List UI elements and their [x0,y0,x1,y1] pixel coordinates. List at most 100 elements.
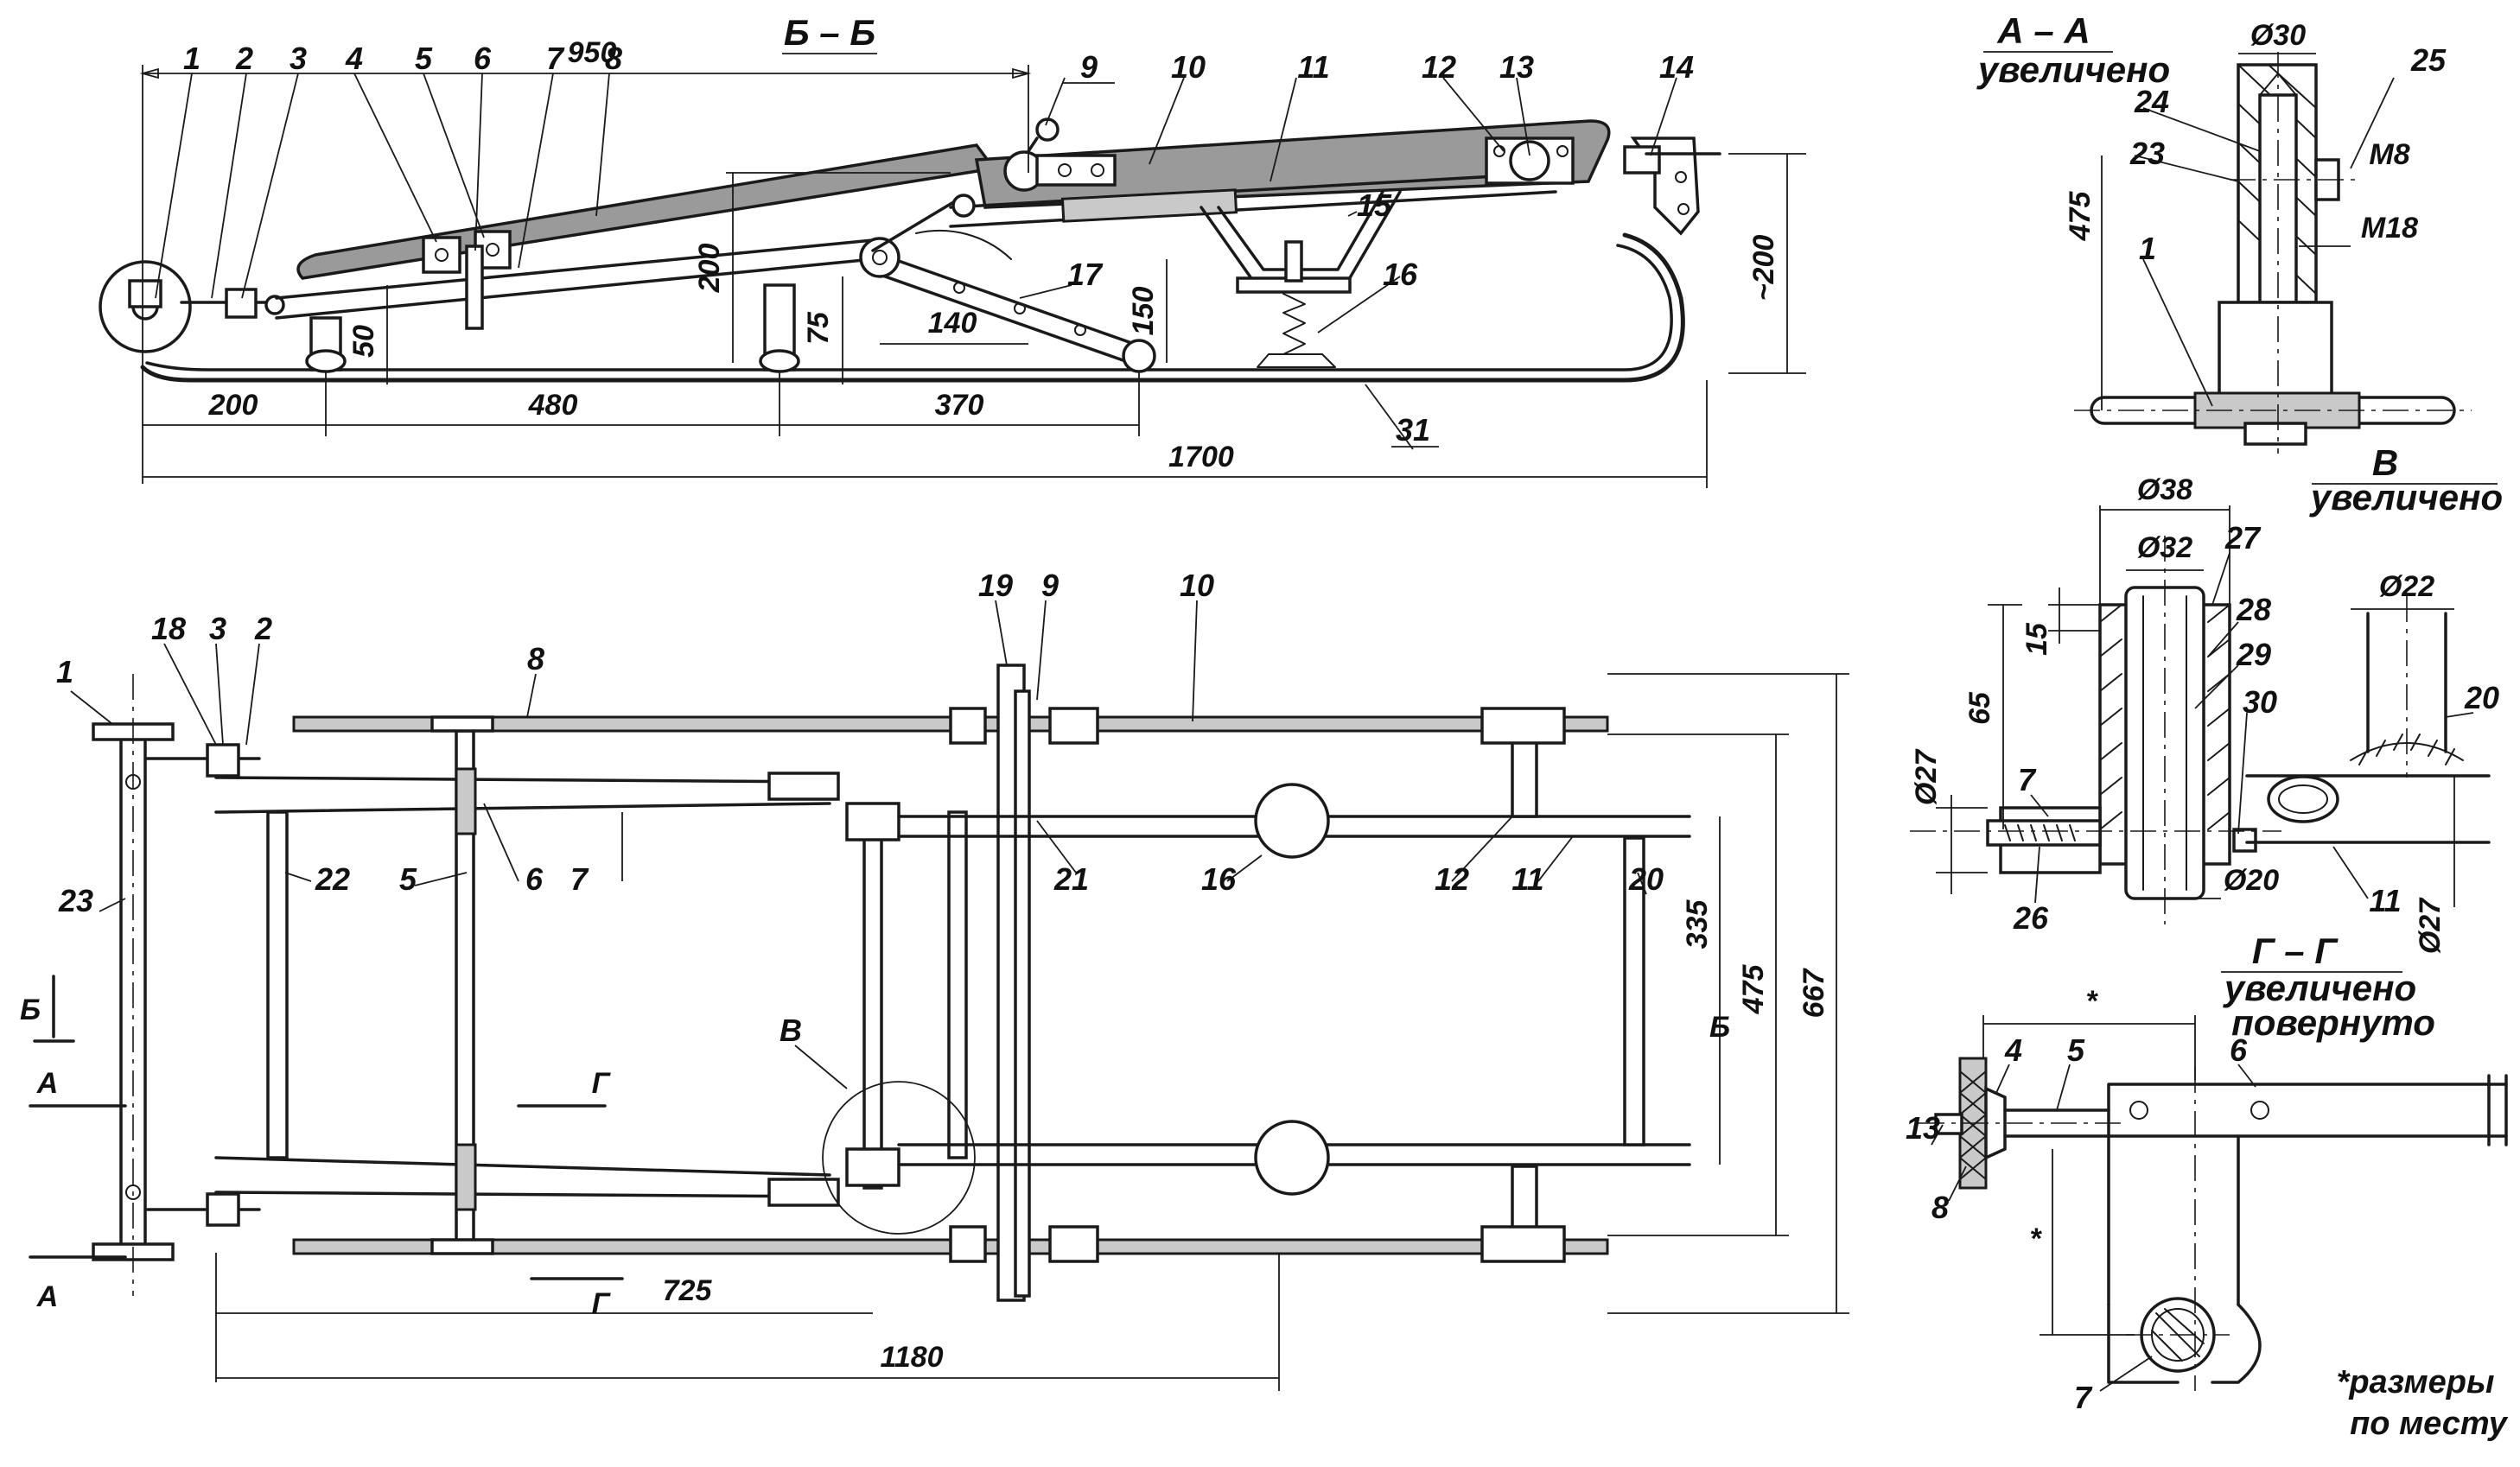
detail-g-bracket-6 [2107,1083,2508,1306]
plan-label-7: 7 [570,861,589,897]
dim-d32: Ø32 [2137,531,2192,564]
detail-g-label-7: 7 [2074,1380,2093,1415]
mark-a-1: А [36,1067,59,1100]
label-6: 6 [474,41,492,76]
detail-a-label-24: 24 [2134,84,2169,119]
dim-d38: Ø38 [2137,473,2192,506]
middle-post-foot [759,349,800,373]
label-16: 16 [1383,257,1418,292]
dim-370: 370 [935,389,984,422]
detail-g-note-1: *размеры [2337,1364,2495,1400]
detail-g-bracket-lower [2107,1303,2262,1384]
dim-75: 75 [802,311,835,345]
detail-a-subtitle: увеличено [1976,49,2170,90]
clamp-6-top [455,767,477,835]
link-pin [951,194,976,218]
label-17: 17 [1067,257,1104,292]
frame-tube-7 [275,238,875,320]
bolt [486,243,500,257]
frame-strip [1060,188,1238,223]
label-15: 15 [1357,187,1392,223]
clamp-6 [465,244,484,330]
detail-v-label-26: 26 [2013,900,2049,936]
detail-v-tube-end-inner [2278,784,2328,814]
dim-1180-line [216,1253,1280,1391]
plan-label-10: 10 [1180,568,1214,603]
dim-d20: Ø20 [2224,864,2279,897]
detail-v-washer-30 [2232,828,2257,853]
dim-approx200: ~200 [1747,235,1780,302]
dim-d22: Ø22 [2379,570,2434,603]
detail-v: В увеличено Ø38 Ø32 Ø22 15 65 Ø27 Ø20 [1910,442,2503,954]
dim-200-line [726,172,951,363]
lever-hole [1074,324,1086,336]
dim-725: 725 [663,1274,713,1307]
plan-label-v: В [780,1013,802,1048]
detail-g-centerlines [1919,1067,2230,1391]
detail-g-subtitle-2: повернуто [2231,1002,2435,1043]
detail-g-title: Г – Г [2252,930,2339,971]
side-view: 950 Б – Б 200 50 75 140 150 200 480 370 … [99,12,1806,488]
label-2: 2 [235,41,253,76]
bolt [435,248,449,262]
plan-label-5: 5 [399,861,417,897]
label-12: 12 [1422,49,1456,85]
section-g-lines [517,1104,624,1280]
dim-667-line [1607,673,1849,1314]
plan-label-22: 22 [315,861,350,897]
frame-7-top [214,776,831,814]
spring-base [1257,353,1336,368]
detail-v-label-27: 27 [2224,520,2262,556]
detail-v-leaders [2030,552,2474,904]
plan-label-3: 3 [209,611,226,646]
detail-a: А – А увеличено Ø30 475 М8 М18 25 24 23 … [1976,10,2472,454]
plan-label-23: 23 [58,883,93,918]
plan-label-1: 1 [56,654,73,689]
dim-m8: М8 [2369,138,2409,171]
detail-v-label-29: 29 [2236,637,2271,672]
detail-g-nut-13 [1934,1113,1963,1135]
label-5: 5 [415,41,433,76]
detail-a-label-25: 25 [2410,42,2447,78]
detail-v-label-11: 11 [2369,883,2401,918]
runner-31-inner [145,244,1673,372]
detail-a-title: А – А [1996,10,2090,51]
detail-v-centerlines [1910,536,2408,924]
detail-g-bolt [2129,1101,2148,1120]
detail-g-subtitle-1: увеличено [2223,968,2416,1008]
detail-a-leaders [2134,77,2395,407]
bolt [1677,203,1690,215]
side-underlines [1063,82,1439,448]
plan-label-16: 16 [1201,861,1237,897]
backrest-board-10 [974,119,1611,209]
dim-star-top: * [2085,985,2098,1018]
detail-a-label-23: 23 [2129,136,2165,171]
plan-label-20: 20 [1628,861,1664,897]
detail-g-board-hatch [1959,1070,1987,1180]
detail-g: Г – Г увеличено повернуто * * 4 5 6 13 8… [1906,930,2509,1442]
label-7: 7 [546,41,565,76]
detail-g-note-2: по месту [2350,1406,2509,1442]
mark-b-2: Б [1709,1011,1730,1044]
detail-g-break [2487,1074,2508,1146]
detail-g-label-5: 5 [2067,1032,2085,1068]
detail-g-label-4: 4 [2004,1032,2022,1068]
spring-16-bottom [1254,1120,1330,1196]
label-3: 3 [290,41,307,76]
clamp-top [767,772,840,801]
dim-d27b: Ø27 [2414,897,2447,954]
detail-g-label-6: 6 [2230,1032,2248,1068]
detail-a-centerlines [2074,52,2472,454]
detail-v-bushing-lines [2142,595,2187,891]
cross-member-22 [266,810,289,1159]
detail-a-nut [2243,422,2307,446]
dim-725-line [215,1253,873,1382]
dim-m18: М18 [2361,212,2418,244]
label-1: 1 [183,41,200,76]
spring-16 [1282,293,1306,355]
dim-d27a-line [1936,795,1988,894]
bolt [1556,145,1569,157]
dim-65-line [1988,604,2022,829]
frame-7-bottom [214,1156,831,1198]
detail-g-bolt [2250,1101,2269,1120]
